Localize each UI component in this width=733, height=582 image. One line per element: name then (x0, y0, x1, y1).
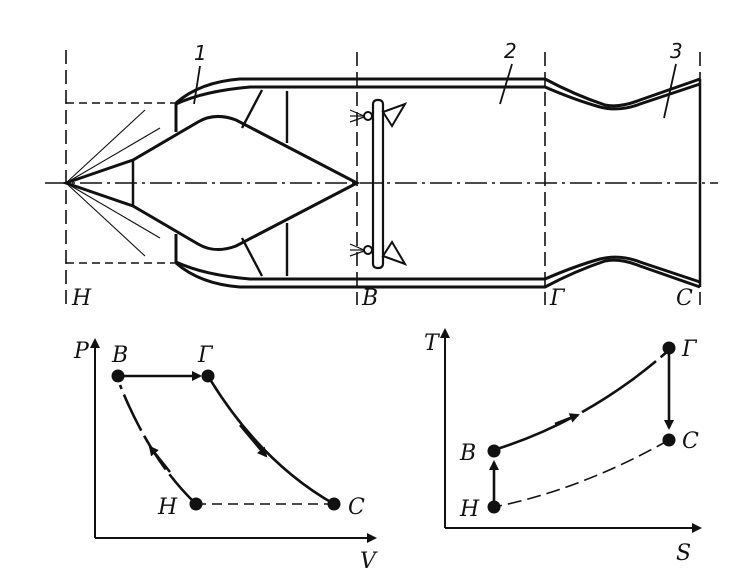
station-label-c: С (676, 286, 693, 311)
leader-part-2 (499, 63, 513, 105)
part-label-2: 2 (504, 39, 517, 63)
ts-label-c: С (682, 429, 699, 454)
ts-point-h (487, 500, 501, 514)
ts-point-v (487, 444, 501, 458)
leader-part-1 (193, 65, 201, 105)
ts-point-g (662, 341, 676, 355)
part-label-1: 1 (194, 41, 207, 65)
pv-point-h (189, 497, 203, 511)
pv-arrow-g-c (239, 424, 268, 458)
struts (240, 89, 289, 277)
shock-rays (65, 109, 161, 257)
flame-holder (349, 98, 408, 270)
casing-top-inner (174, 82, 701, 130)
pv-axis-x-label: V (360, 549, 378, 574)
casing-top-outer (175, 77, 701, 108)
ts-axis-y-label: T (424, 331, 441, 356)
station-label-h: Н (71, 286, 92, 311)
casing-bottom-inner (174, 236, 701, 284)
casing-bottom-outer (175, 258, 701, 289)
ts-process-v-g (493, 349, 670, 452)
leader-part-3 (663, 63, 677, 119)
pv-label-v: В (111, 343, 128, 368)
engine-schematic: 1 2 3 Н В Г С (45, 39, 718, 311)
ts-process-c-h (493, 439, 670, 508)
ts-label-g: Г (681, 337, 698, 362)
station-label-g: Г (549, 286, 566, 311)
pv-point-v (111, 369, 125, 383)
ts-diagram: T S Г С В Н (424, 328, 702, 566)
pv-point-g (201, 369, 215, 383)
pv-label-g: Г (197, 343, 214, 368)
ts-point-c (662, 433, 676, 447)
pv-label-h: Н (157, 495, 178, 520)
ts-arrow-v-g (554, 413, 580, 426)
pv-process-h-v (118, 384, 197, 505)
ts-label-h: Н (459, 497, 480, 522)
part-label-3: 3 (670, 39, 683, 63)
pv-label-c: С (348, 495, 365, 520)
central-spike (61, 115, 361, 251)
pv-arrow-h-v (148, 445, 172, 473)
pv-diagram: P V В Г Н С (73, 338, 378, 574)
ts-axis-x-label: S (676, 541, 691, 566)
ts-label-v: В (459, 441, 476, 466)
pv-axis-y-label: P (73, 339, 90, 364)
pv-process-g-c (206, 375, 335, 506)
pv-point-c (327, 497, 341, 511)
station-label-v: В (361, 286, 378, 311)
